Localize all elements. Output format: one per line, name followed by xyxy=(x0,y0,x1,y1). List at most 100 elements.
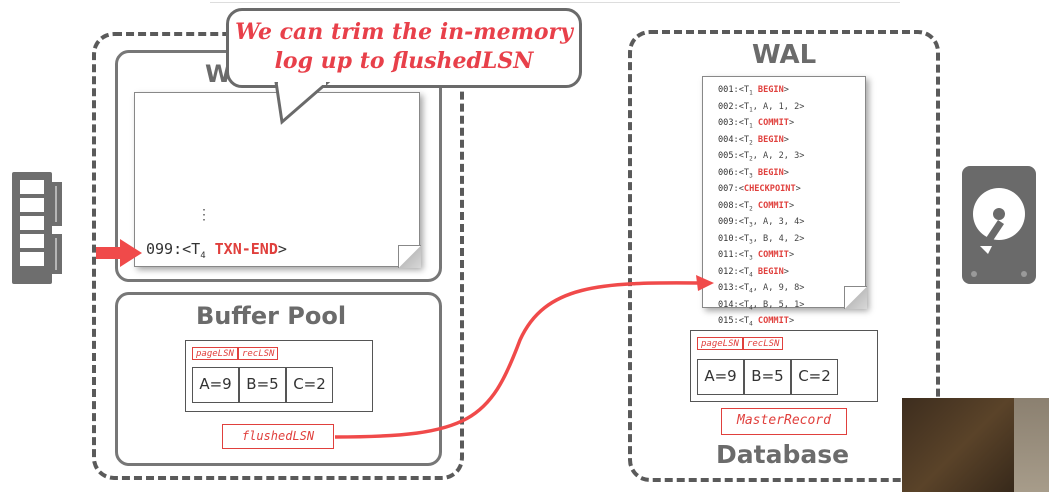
speech-line-2: log up to flushedLSN xyxy=(274,48,534,74)
presenter-webcam xyxy=(902,398,1049,492)
wal-entry-post: > xyxy=(799,299,805,310)
wal-entry-post: > xyxy=(783,167,789,178)
reclsn-label: recLSN xyxy=(237,347,279,360)
reclsn-label: recLSN xyxy=(742,337,784,350)
wal-entry-post: > xyxy=(788,316,795,327)
database-cells: A=9 B=5 C=2 xyxy=(697,359,838,395)
entry-sep: : xyxy=(173,240,183,258)
disk-wal-entries: 001:<T1 BEGIN>002:<T1, A, 1, 2>003:<T1 C… xyxy=(718,84,804,332)
wal-entry-sub: 1 xyxy=(749,122,753,130)
wal-entry: 002:<T1, A, 1, 2> xyxy=(718,101,804,118)
top-divider xyxy=(210,2,900,3)
wal-entry-post: > xyxy=(799,151,805,162)
wal-entry-num: 008 xyxy=(718,200,734,211)
wal-entry-sub: 2 xyxy=(749,205,753,213)
cell-c: C=2 xyxy=(791,359,838,395)
buffer-pool-title: Buffer Pool xyxy=(196,302,347,330)
wal-entry-sep: : xyxy=(733,217,739,228)
wal-entry-sep: : xyxy=(733,118,739,129)
wal-entry-num: 006 xyxy=(718,167,734,178)
wal-entry-mid: , A, 9, 8 xyxy=(752,283,800,294)
wal-entry: 015:<T4 COMMIT> xyxy=(718,315,804,332)
wal-entry-sep: : xyxy=(733,200,739,211)
speech-bubble xyxy=(226,8,582,88)
memory-wal-page xyxy=(134,92,421,268)
wal-entry-kw: COMMIT xyxy=(757,118,789,129)
speech-bubble-tail xyxy=(274,82,331,125)
wal-entry: 011:<T3 COMMIT> xyxy=(718,249,804,266)
wal-entry-pre: <T xyxy=(738,266,750,277)
wal-entry-post: > xyxy=(795,184,801,195)
wal-entry-pre: <T xyxy=(738,118,750,129)
wal-entry-sub: 1 xyxy=(749,89,753,97)
wal-entry-mid: , B, 4, 2 xyxy=(752,233,800,244)
wal-entry-kw: COMMIT xyxy=(757,316,789,327)
database-title: Database xyxy=(716,440,850,469)
wal-entry-num: 012 xyxy=(718,266,734,277)
wal-entry-sep: : xyxy=(733,101,739,112)
wal-entry-sep: : xyxy=(733,250,739,261)
wal-entry-pre: <T xyxy=(738,134,750,145)
wal-entry-pre: <T xyxy=(738,217,750,228)
wal-entry-mid: , A, 1, 2 xyxy=(752,101,800,112)
wal-entry-sub: 3 xyxy=(749,172,753,180)
wal-entry-pre: <T xyxy=(738,299,750,310)
master-record-tag: MasterRecord xyxy=(721,408,847,435)
wal-entry-post: > xyxy=(783,266,789,277)
database-lsn-labels: pageLSN recLSN xyxy=(697,337,784,350)
cell-a: A=9 xyxy=(697,359,744,395)
wal-entry-pre: <T xyxy=(738,200,750,211)
wal-entry-post: > xyxy=(788,250,795,261)
wal-entry-sub: 1 xyxy=(749,106,753,114)
wal-entry-kw: CHECKPOINT xyxy=(743,184,796,195)
wal-entry-pre: <T xyxy=(738,167,750,178)
cell-b: B=5 xyxy=(239,367,286,403)
wal-entry: 009:<T3, A, 3, 4> xyxy=(718,216,804,233)
wal-entry-sub: 4 xyxy=(749,287,753,295)
wal-entry: 007:<CHECKPOINT> xyxy=(718,183,804,200)
ram-icon xyxy=(12,172,62,284)
wal-entry-pre: <T xyxy=(738,316,750,327)
entry-keyword: TXN-END xyxy=(214,240,278,258)
entry-sub: 4 xyxy=(200,251,206,261)
wal-entry-kw: COMMIT xyxy=(757,200,789,211)
wal-entry-kw: COMMIT xyxy=(757,250,789,261)
wal-entry-sub: 4 xyxy=(749,320,753,328)
wal-entry-sep: : xyxy=(733,134,739,145)
wal-entry: 005:<T2, A, 2, 3> xyxy=(718,150,804,167)
wal-entry-kw: BEGIN xyxy=(757,266,784,277)
wal-entry-pre: < xyxy=(738,184,744,195)
cell-b: B=5 xyxy=(744,359,791,395)
wal-entry-pre: <T xyxy=(738,283,750,294)
red-arrow-icon xyxy=(96,239,142,267)
wal-entry-sep: : xyxy=(733,266,739,277)
wal-entry-num: 007 xyxy=(718,184,734,195)
wal-entry: 001:<T1 BEGIN> xyxy=(718,84,804,101)
wal-entry-pre: <T xyxy=(738,101,750,112)
wal-entry-post: > xyxy=(799,217,805,228)
wal-entry-sep: : xyxy=(733,167,739,178)
wal-entry-pre: <T xyxy=(738,151,750,162)
wal-entry: 010:<T3, B, 4, 2> xyxy=(718,233,804,250)
entry-open: <T xyxy=(182,240,201,258)
wal-entry-num: 005 xyxy=(718,151,734,162)
wal-entry-sub: 4 xyxy=(749,304,753,312)
wal-entry-sep: : xyxy=(733,283,739,294)
entry-number: 099 xyxy=(146,240,174,258)
webcam-wall xyxy=(1014,398,1049,492)
wal-entry-num: 011 xyxy=(718,250,734,261)
wal-entry-sep: : xyxy=(733,184,739,195)
wal-entry-kw: BEGIN xyxy=(757,167,784,178)
flushed-lsn-tag: flushedLSN xyxy=(222,424,334,449)
wal-entry-sep: : xyxy=(733,316,739,327)
wal-entry-sep: : xyxy=(733,299,739,310)
wal-entry-pre: <T xyxy=(738,85,750,95)
pagelsn-label: pageLSN xyxy=(192,347,238,360)
wal-entry-sub: 3 xyxy=(749,221,753,229)
wal-entry-sub: 3 xyxy=(749,254,753,262)
page-fold xyxy=(398,245,421,268)
disk-wal-page xyxy=(702,76,867,309)
wal-entry-pre: <T xyxy=(738,250,750,261)
wal-entry-sub: 3 xyxy=(749,238,753,246)
